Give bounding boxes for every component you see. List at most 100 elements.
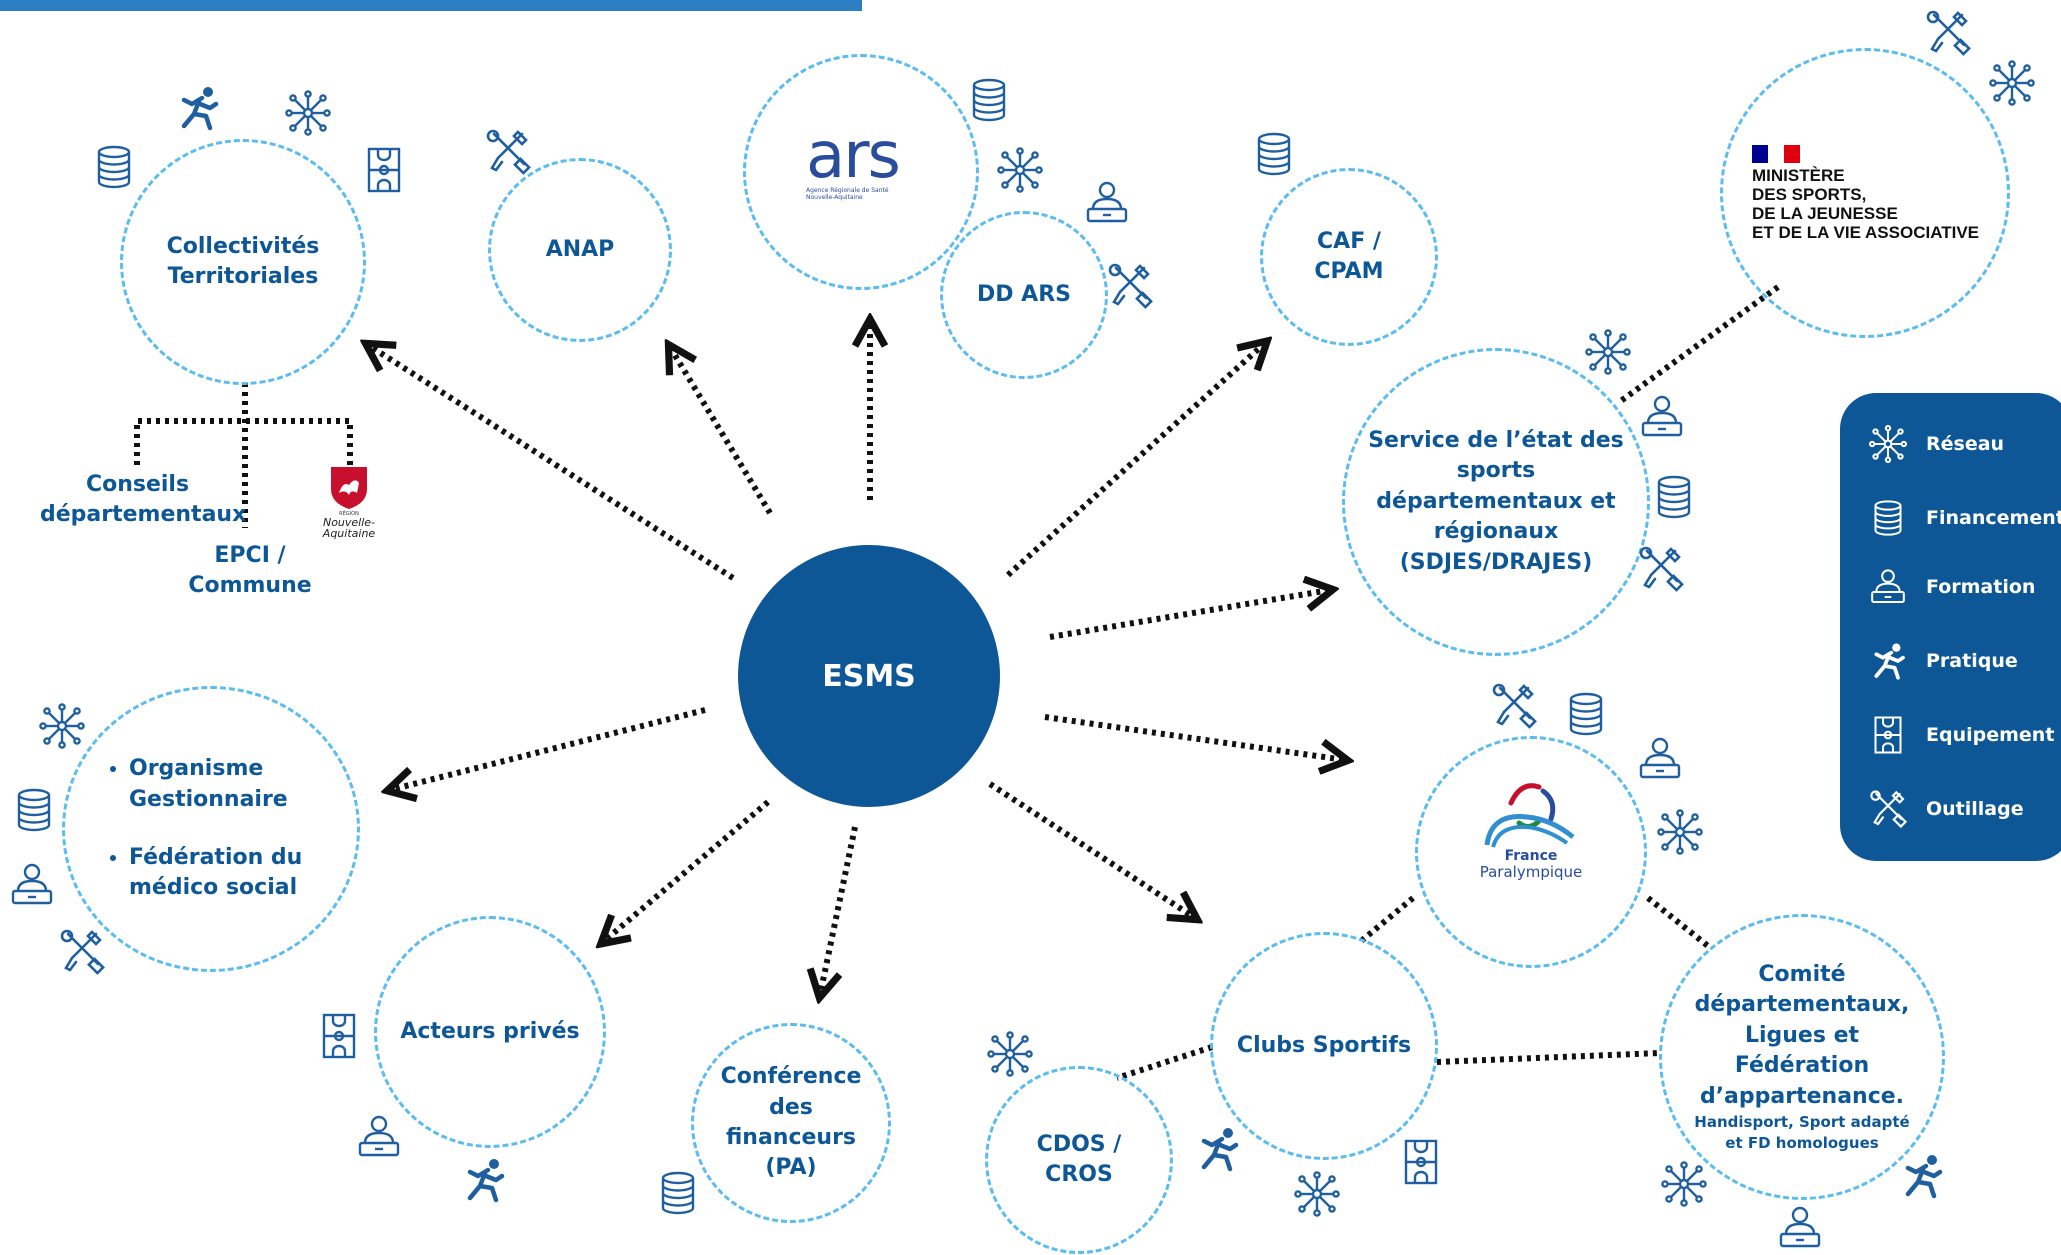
ministere-text: MINISTÈRE DES SPORTS, DE LA JEUNESSE ET … (1752, 166, 1980, 242)
court-icon (322, 1013, 356, 1059)
court-icon (367, 147, 401, 193)
node-label-collectivites: Collectivités Territoriales (166, 233, 320, 289)
node-label-clubs: Clubs Sportifs (1236, 1032, 1412, 1058)
legend-label: Financement (1926, 507, 2061, 529)
region-name: Nouvelle- Aquitaine (322, 516, 376, 540)
database-icon (661, 1171, 695, 1215)
node-sdjes[interactable]: Service de l’état des sports département… (1342, 348, 1650, 656)
network-icon (997, 147, 1043, 193)
network-icon (1869, 425, 1907, 463)
network-icon (285, 90, 331, 136)
legend-panel: Réseau Financement Formation Pratique Eq… (1840, 393, 2061, 861)
arrows (368, 322, 1345, 995)
ars-wordmark: ars (806, 119, 901, 193)
node-ars[interactable] (743, 54, 979, 290)
node-label-caf: CAF / CPAM (1314, 228, 1384, 284)
network-icon (1657, 809, 1703, 855)
label-epci-commune: EPCI / Commune (188, 543, 312, 599)
node-anap[interactable]: ANAP (488, 158, 672, 342)
presenter-icon (1779, 1206, 1821, 1248)
node-acteurs-prives[interactable]: Acteurs privés (374, 916, 606, 1148)
court-icon (1404, 1139, 1438, 1185)
tools-icon (1926, 10, 1971, 56)
presenter-icon (1871, 569, 1905, 603)
arrow-caf (1005, 343, 1265, 578)
presenter-icon (358, 1115, 400, 1157)
node-conference[interactable]: Conférence des financeurs (PA) (691, 1023, 891, 1223)
network-icon (39, 703, 85, 749)
presenter-icon (1639, 737, 1681, 779)
arrow-acteurs (603, 799, 770, 942)
ars-logo: ars Agence Régionale de Santé Nouvelle-A… (806, 119, 924, 216)
legend-item-financement: Financement (1868, 494, 2061, 542)
database-icon (1257, 132, 1291, 176)
legend-item-outillage: Outillage (1868, 785, 2061, 833)
arrow-france-paralympique (1044, 714, 1345, 760)
list-item-federation: Fédération du médico social (129, 843, 357, 904)
runner-icon (1898, 1152, 1946, 1200)
legend-label: Formation (1926, 576, 2036, 598)
arrow-conference (820, 826, 858, 995)
presenter-icon (1641, 395, 1683, 437)
fp-paralympique: Paralympique (1479, 863, 1583, 881)
presenter-icon (11, 863, 53, 905)
node-collectivites[interactable]: Collectivités Territoriales (120, 139, 366, 385)
france-paralympique-logo: France Paralympique (1466, 773, 1596, 913)
tools-icon (1870, 790, 1908, 829)
legend-item-pratique: Pratique (1868, 637, 2061, 685)
database-icon (1657, 475, 1691, 519)
connectors (134, 284, 1780, 1081)
node-france-paralympique[interactable] (1415, 736, 1647, 968)
label-conseils-departementaux: Conseils départementaux (40, 472, 247, 528)
legend-item-reseau: Réseau (1868, 420, 2061, 468)
database-icon (972, 78, 1006, 122)
database-icon (17, 788, 51, 832)
top-accent-bar (0, 0, 862, 11)
region-shield-icon (331, 467, 367, 509)
tools-icon (486, 129, 531, 175)
node-cdos-cros[interactable]: CDOS / CROS (985, 1066, 1173, 1254)
list-item-organisme: Organisme Gestionnaire (129, 754, 357, 815)
ars-caption: Agence Régionale de Santé Nouvelle-Aquit… (806, 187, 889, 201)
runner-icon (1194, 1125, 1242, 1173)
node-ministere[interactable] (1720, 48, 2010, 338)
node-sublabel-comite: Handisport, Sport adapté et FD homologue… (1694, 1112, 1910, 1152)
legend-label: Réseau (1926, 433, 2005, 455)
center-node-esms[interactable]: ESMS (738, 545, 1000, 807)
network-icon (1989, 60, 2035, 106)
arrow-collectivites (368, 345, 735, 581)
node-label-acteurs: Acteurs privés (400, 1018, 580, 1044)
tools-icon (1108, 263, 1153, 309)
node-label-anap: ANAP (545, 236, 615, 262)
network-icon (1661, 1161, 1707, 1207)
node-caf-cpam[interactable]: CAF / CPAM (1260, 168, 1438, 346)
tools-icon (1492, 683, 1537, 729)
node-dd-ars[interactable]: DD ARS (940, 211, 1108, 379)
database-icon (97, 145, 131, 189)
node-label-conference: Conférence des financeurs (PA) (720, 1064, 862, 1181)
court-icon (1874, 716, 1902, 754)
tools-icon (60, 929, 105, 975)
legend-label: Outillage (1926, 798, 2024, 820)
database-icon (1874, 500, 1902, 536)
node-comite[interactable]: Comité départementaux, Ligues et Fédérat… (1659, 914, 1945, 1200)
node-organisme[interactable]: Organisme Gestionnaire Fédération du méd… (62, 686, 360, 972)
runner-icon (174, 84, 222, 132)
database-icon (1569, 692, 1603, 736)
network-icon (1585, 329, 1631, 375)
agitos-icon (1484, 783, 1575, 848)
presenter-icon (1086, 181, 1128, 223)
region-nouvelle-aquitaine-logo: RÉGION Nouvelle- Aquitaine (318, 463, 380, 547)
network-icon (1294, 1171, 1340, 1217)
arrow-sdjes (1049, 590, 1330, 640)
legend-item-formation: Formation (1868, 563, 2061, 611)
center-label: ESMS (822, 658, 916, 694)
node-label-comite: Comité départementaux, Ligues et Fédérat… (1694, 962, 1910, 1109)
runner-icon (1874, 643, 1905, 680)
tools-icon (1639, 546, 1684, 592)
fp-france: France (1504, 848, 1558, 864)
region-small-label: RÉGION (339, 511, 359, 517)
legend-item-equipement: Equipement (1868, 711, 2061, 759)
node-clubs-sportifs[interactable]: Clubs Sportifs (1210, 932, 1438, 1160)
arrow-clubs (988, 781, 1195, 918)
